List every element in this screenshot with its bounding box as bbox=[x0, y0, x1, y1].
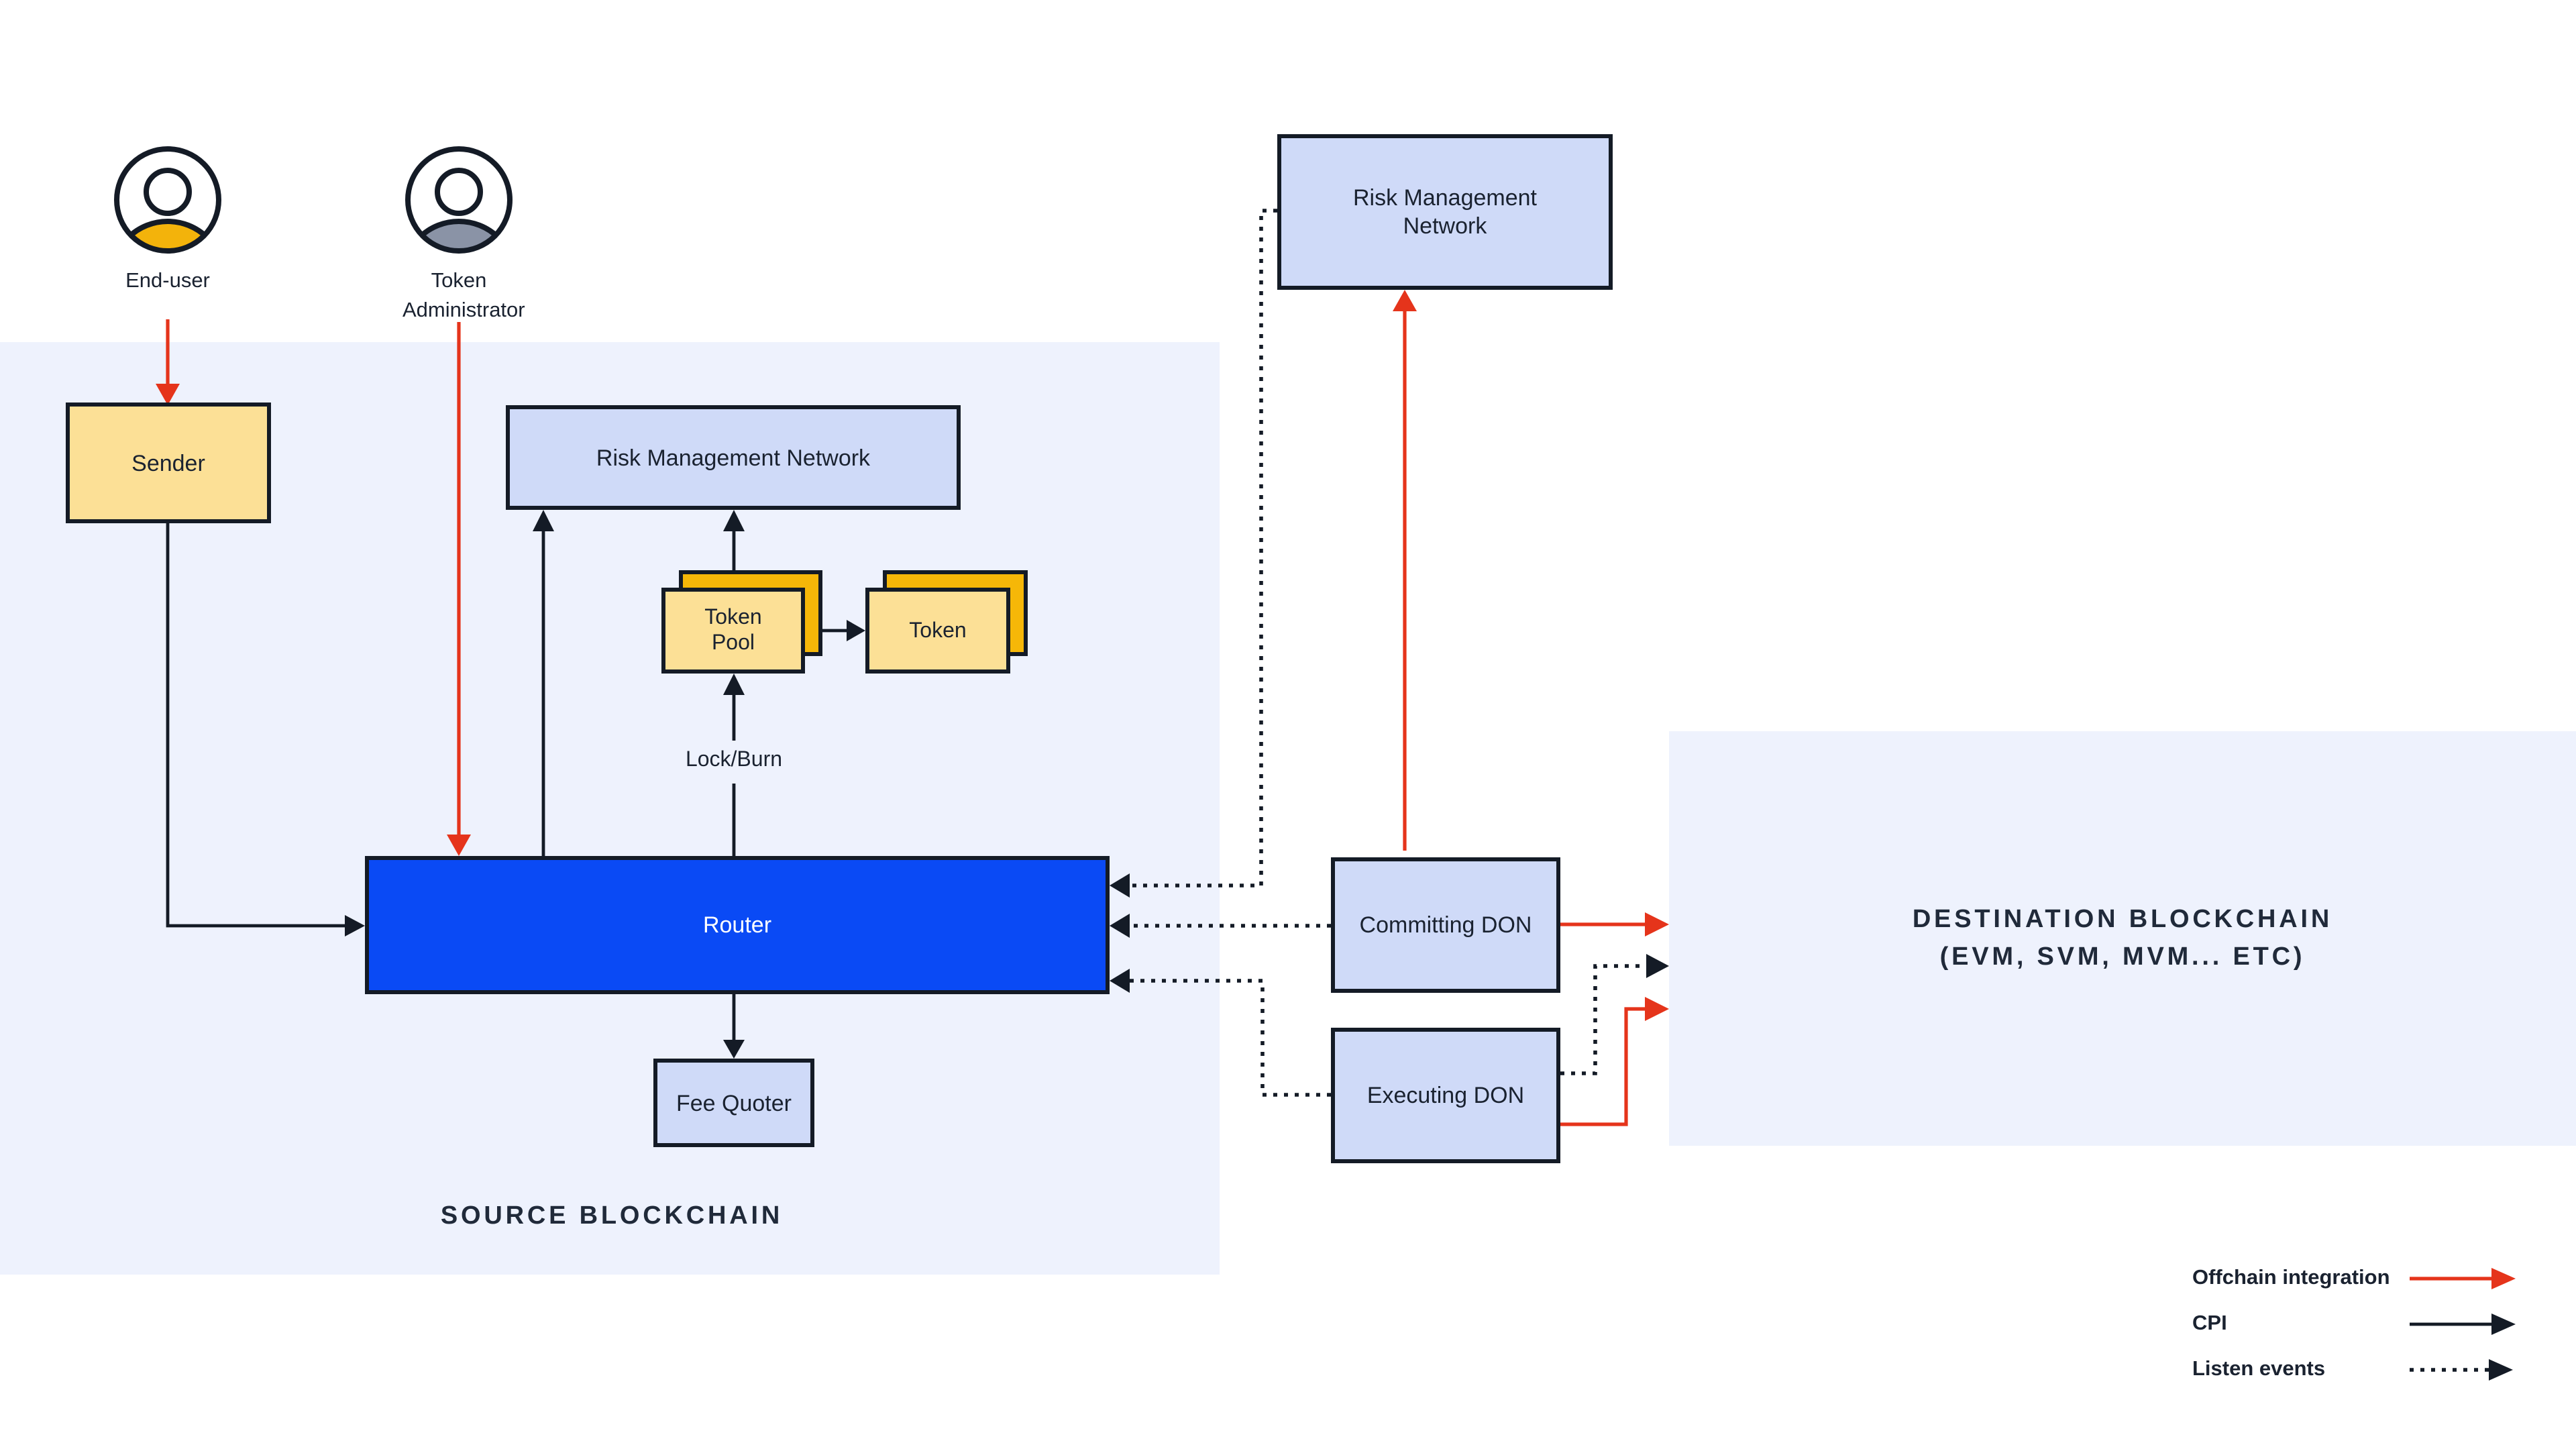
router-box: Router bbox=[365, 856, 1110, 994]
executing-don-box: Executing DON bbox=[1331, 1028, 1560, 1163]
executing-don-label: Executing DON bbox=[1366, 1083, 1525, 1108]
token-pool-stack: Token Pool bbox=[661, 570, 822, 674]
lock-burn-label: Lock/Burn bbox=[685, 749, 783, 771]
legend-label-cpi: CPI bbox=[2192, 1312, 2227, 1335]
fee-quoter-label: Fee Quoter bbox=[676, 1090, 792, 1116]
connector-committingdon-to-rmn-offchain bbox=[1393, 290, 1417, 851]
token-stack: Token bbox=[865, 570, 1028, 674]
fee-quoter-box: Fee Quoter bbox=[653, 1059, 814, 1147]
router-label: Router bbox=[702, 912, 772, 938]
connector-executingdon-listen-destination bbox=[1560, 954, 1669, 1075]
committing-don-label: Committing DON bbox=[1359, 912, 1532, 938]
destination-blockchain-region bbox=[1669, 731, 2576, 1146]
connector-tokenadmin-to-router bbox=[447, 322, 471, 856]
connector-executingdon-to-destination bbox=[1560, 997, 1669, 1126]
risk-management-network-offchain-box: Risk Management Network bbox=[1277, 134, 1613, 290]
person-token-administrator: Token Administrator bbox=[402, 144, 525, 325]
token-label: Token bbox=[909, 619, 967, 642]
legend-item-offchain-integration: Offchain integration bbox=[2192, 1256, 2521, 1301]
connector-executingdon-listen-router bbox=[1110, 969, 1331, 1097]
connector-rmn-offchain-listen-router bbox=[1110, 209, 1277, 898]
connector-enduser-to-sender bbox=[156, 319, 180, 405]
legend-item-listen-events: Listen events bbox=[2192, 1347, 2521, 1393]
connector-sender-to-router bbox=[166, 523, 365, 936]
end-user-label: End-user bbox=[125, 270, 210, 292]
token-administrator-icon bbox=[405, 146, 513, 254]
rmn-source-label: Risk Management Network bbox=[596, 445, 871, 470]
red-arrow-icon bbox=[2410, 1268, 2516, 1289]
legend: Offchain integration CPI Listen events bbox=[2192, 1256, 2521, 1393]
sender-label: Sender bbox=[131, 450, 205, 476]
token-pool-box: Token Pool bbox=[661, 588, 805, 674]
connector-router-to-rmn-source bbox=[533, 510, 554, 856]
sender-box: Sender bbox=[66, 402, 271, 523]
black-arrow-icon bbox=[2410, 1313, 2516, 1335]
token-administrator-label: Token Administrator bbox=[402, 270, 525, 321]
connector-committingdon-to-destination bbox=[1560, 912, 1669, 936]
committing-don-box: Committing DON bbox=[1331, 857, 1560, 993]
legend-label-offchain-integration: Offchain integration bbox=[2192, 1267, 2390, 1289]
end-user-icon bbox=[114, 146, 221, 254]
legend-label-listen-events: Listen events bbox=[2192, 1358, 2326, 1381]
destination-region-title: DESTINATION BLOCKCHAIN (EVM, SVM, MVM...… bbox=[1912, 905, 2333, 971]
legend-item-cpi: CPI bbox=[2192, 1301, 2521, 1347]
connector-router-to-tokenpool bbox=[723, 674, 745, 856]
person-end-user: End-user bbox=[111, 144, 224, 296]
source-region-title: SOURCE BLOCKCHAIN bbox=[440, 1202, 784, 1230]
dashed-arrow-icon bbox=[2410, 1359, 2513, 1381]
risk-management-network-source-box: Risk Management Network bbox=[506, 405, 961, 510]
rmn-offchain-label: Risk Management Network bbox=[1352, 185, 1537, 239]
connector-router-to-feequoter bbox=[723, 994, 745, 1059]
token-pool-label: Token Pool bbox=[704, 606, 762, 655]
connector-committingdon-listen-router bbox=[1110, 914, 1331, 938]
token-box: Token bbox=[865, 588, 1010, 674]
